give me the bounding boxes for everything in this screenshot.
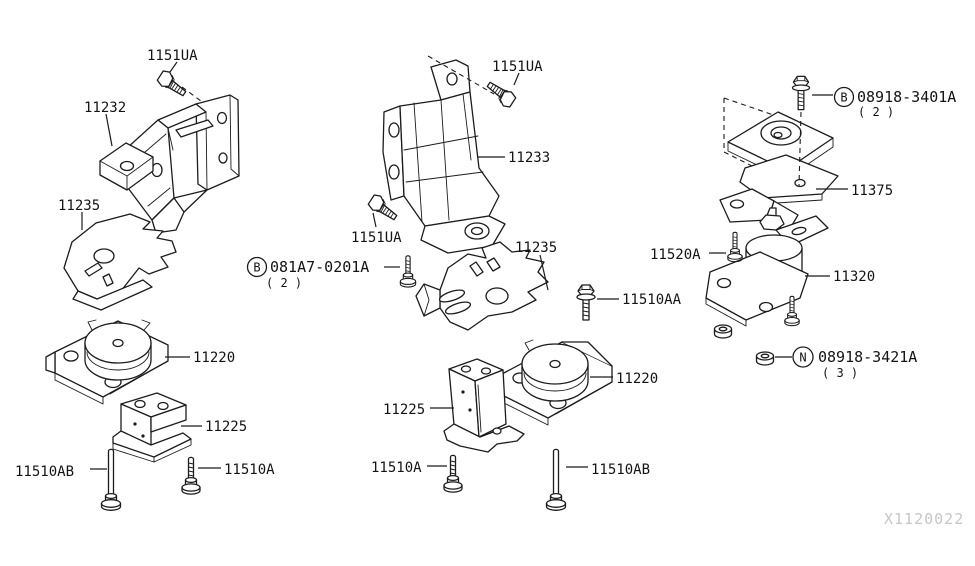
prefix-circle-b-081a7: B [253,261,260,275]
label-08918-3421a-code: 08918-3421A [818,348,917,366]
nut-08918-3421a-drawing [755,351,775,366]
label-11235-left: 11235 [58,198,100,214]
prefix-circle-b-08918-3401a: B [840,91,847,105]
label-11510a-mid: 11510A [371,460,422,476]
label-11225-left: 11225 [205,419,247,435]
label-1151ua-top-mid: 1151UA [492,59,543,75]
label-081a7-qty: ( 2 ) [266,276,302,290]
callout-081a7: B 081A7-0201A ( 2 ) [246,256,369,290]
bolt-1151ua-top-mid-drawing [482,78,518,110]
label-11233: 11233 [508,150,550,166]
part-mount-11320 [705,188,829,327]
label-11220-mid: 11220 [616,371,658,387]
label-11320: 11320 [833,269,875,285]
nut-11320-drawing [713,324,733,339]
part-shield-11235-left [63,213,177,311]
label-11510a-left: 11510A [224,462,275,478]
label-081a7-code: 081A7-0201A [270,258,369,276]
label-08918-3421a-qty: ( 3 ) [822,366,858,380]
bolt-08918-3401a-drawing [791,75,811,111]
label-11510aa: 11510AA [622,292,682,308]
diagram-code-watermark: X1120022 [884,510,964,528]
label-11375: 11375 [851,183,893,199]
bolt-11510a-left-drawing [181,456,201,495]
bolt-11510ab-mid-drawing [545,448,567,511]
part-bracket-11232 [99,94,240,234]
bolt-11510a-mid-drawing [443,454,463,493]
bolt-11510aa-drawing [576,284,596,321]
label-11235-mid: 11235 [515,240,557,256]
prefix-circle-n-08918-3421a: N [799,351,806,365]
callout-08918-3401a: B 08918-3401A ( 2 ) [833,86,956,119]
label-11220-left: 11220 [193,350,235,366]
bolt-11520a-drawing [727,231,743,263]
label-11225-mid: 11225 [383,402,425,418]
bolt-081a7-drawing [399,255,417,288]
label-1151ua-mid: 1151UA [351,230,402,246]
label-08918-3401a-qty: ( 2 ) [858,105,894,119]
part-bracket-11225-mid [443,358,525,453]
part-bracket-11225-left [112,392,192,463]
part-shield-11235-mid [415,241,549,331]
label-1151ua-top-left: 1151UA [147,48,198,64]
callout-08918-3421a: N 08918-3421A ( 3 ) [792,346,917,380]
label-11510ab-left: 11510AB [15,464,74,480]
part-mount-11220-left [45,319,169,405]
label-11232: 11232 [84,100,126,116]
leader-lines [81,55,848,470]
bolt-11510ab-left-drawing [100,448,122,511]
part-mount-11375 [723,97,839,205]
label-11520a: 11520A [650,247,701,263]
label-11510ab-mid: 11510AB [591,462,650,478]
label-08918-3401a-code: 08918-3401A [857,88,956,106]
part-mount-11220-mid [501,339,613,426]
part-bracket-11233 [382,59,506,254]
bolt-1151ua-top-left-drawing [155,68,191,100]
